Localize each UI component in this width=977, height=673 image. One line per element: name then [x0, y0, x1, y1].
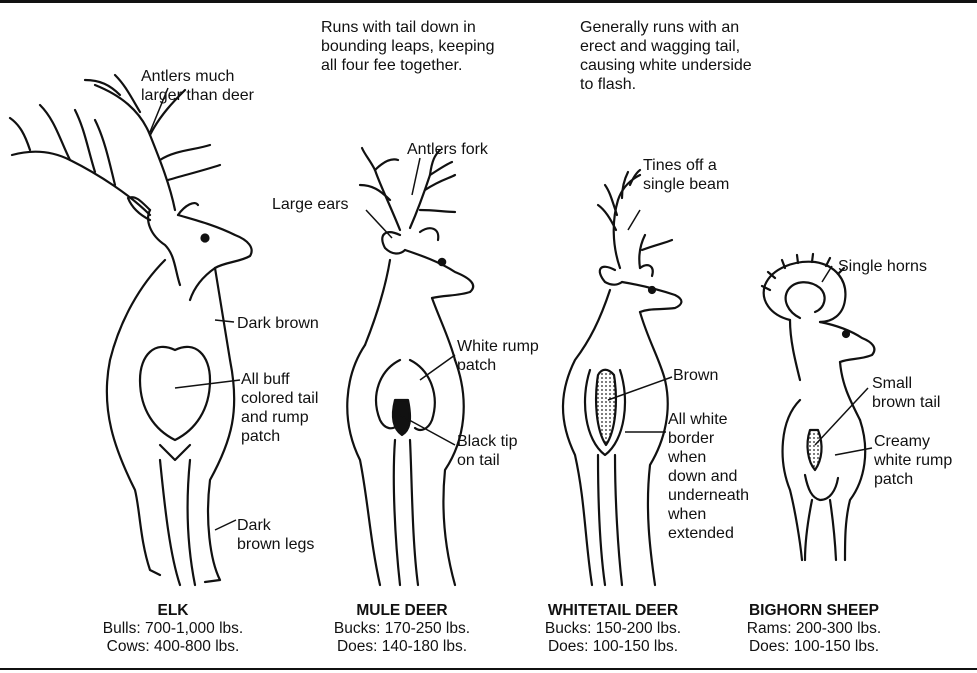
leader-mule-antlers: [412, 158, 420, 195]
whitetail-run-note: Generally runs with an erect and wagging…: [580, 18, 752, 94]
elk-weight-cows: Cows: 400-800 lbs.: [73, 638, 273, 656]
bighorn-horns-label: Single horns: [838, 257, 927, 276]
whitetail-border-label: All white border when down and underneat…: [668, 410, 749, 543]
whitetail-deer-name: WHITETAIL DEER: [513, 602, 713, 620]
mule-deer-weight-bucks: Bucks: 170-250 lbs.: [302, 620, 502, 638]
mule-rump-label: White rump patch: [457, 337, 539, 375]
whitetail-brown-label: Brown: [673, 366, 718, 385]
leader-mule-rump: [420, 355, 455, 380]
elk-drawing: [10, 75, 252, 585]
bighorn-sheep-weight-does: Does: 100-150 lbs.: [714, 638, 914, 656]
leader-whitetail-tines: [628, 210, 640, 230]
elk-buff-label: All buff colored tail and rump patch: [241, 370, 318, 446]
whitetail-deer-drawing: [563, 170, 681, 585]
bighorn-sheep-drawing: [762, 254, 874, 560]
bighorn-tail-label: Small brown tail: [872, 374, 940, 412]
leader-bighorn-horns: [822, 266, 832, 282]
leader-bighorn-rump: [835, 448, 872, 455]
whitetail-deer-caption: WHITETAIL DEER Bucks: 150-200 lbs. Does:…: [513, 602, 713, 656]
elk-caption: ELK Bulls: 700-1,000 lbs. Cows: 400-800 …: [73, 602, 273, 656]
mule-run-note: Runs with tail down in bounding leaps, k…: [321, 18, 494, 75]
leader-elk-buff: [175, 380, 240, 388]
bighorn-sheep-weight-rams: Rams: 200-300 lbs.: [714, 620, 914, 638]
elk-weight-bulls: Bulls: 700-1,000 lbs.: [73, 620, 273, 638]
elk-antlers-label: Antlers much larger than deer: [141, 67, 254, 105]
bighorn-rump-label: Creamy white rump patch: [874, 432, 952, 489]
mule-deer-name: MULE DEER: [302, 602, 502, 620]
elk-dark-brown-label: Dark brown: [237, 314, 319, 333]
bighorn-sheep-name: BIGHORN SHEEP: [714, 602, 914, 620]
leader-mule-ears: [366, 210, 392, 238]
whitetail-tines-label: Tines off a single beam: [643, 156, 729, 194]
elk-legs-label: Dark brown legs: [237, 516, 314, 554]
whitetail-deer-weight-bucks: Bucks: 150-200 lbs.: [513, 620, 713, 638]
leader-elk-dark-brown: [215, 320, 234, 322]
leader-whitetail-brown: [608, 377, 672, 400]
elk-name: ELK: [73, 602, 273, 620]
bighorn-sheep-caption: BIGHORN SHEEP Rams: 200-300 lbs. Does: 1…: [714, 602, 914, 656]
mule-antlers-label: Antlers fork: [407, 140, 488, 159]
mule-deer-caption: MULE DEER Bucks: 170-250 lbs. Does: 140-…: [302, 602, 502, 656]
leader-elk-legs: [215, 520, 236, 530]
mule-deer-weight-does: Does: 140-180 lbs.: [302, 638, 502, 656]
mule-deer-drawing: [347, 148, 473, 585]
whitetail-deer-weight-does: Does: 100-150 lbs.: [513, 638, 713, 656]
mule-tail-label: Black tip on tail: [457, 432, 517, 470]
mule-ears-label: Large ears: [272, 195, 349, 214]
leader-bighorn-tail: [815, 388, 868, 445]
